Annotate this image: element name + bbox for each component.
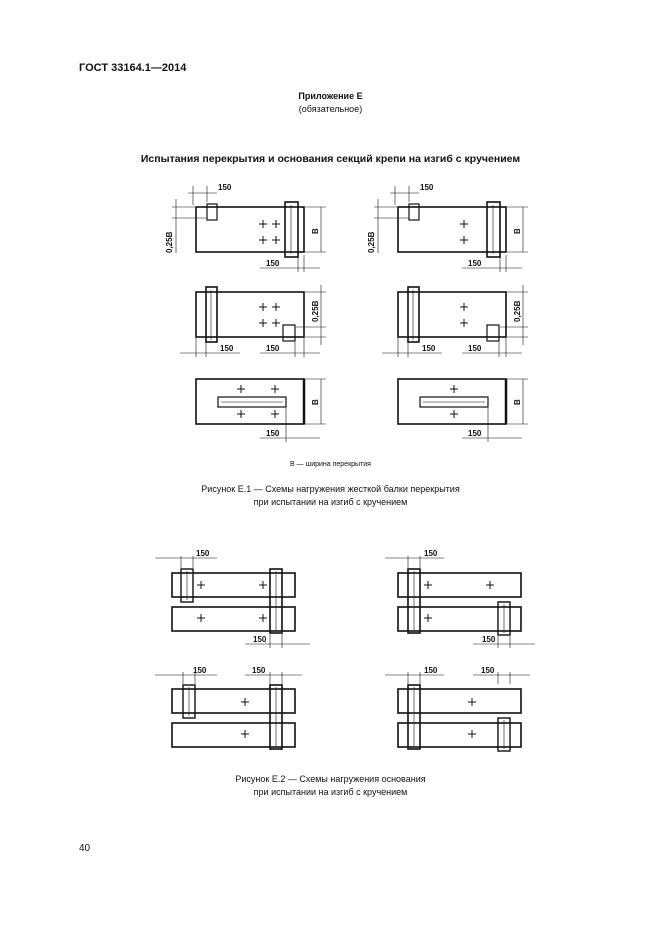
section-title: Испытания перекрытия и основания секций … xyxy=(140,153,521,165)
dim-label: 150 xyxy=(266,259,280,268)
dim-label: 150 xyxy=(424,549,438,558)
dim-label: 150 xyxy=(468,259,482,268)
dim-label: В xyxy=(513,228,522,234)
dim-label: 150 xyxy=(220,344,234,353)
scheme-2-3 xyxy=(155,672,302,750)
scheme-1-2 xyxy=(374,186,528,272)
figure-2-caption-line1: Рисунок Е.2 — Схемы нагружения основания xyxy=(235,774,426,784)
dim-label: 150 xyxy=(481,666,495,675)
scheme-2-2 xyxy=(385,556,535,648)
figure-note: В — ширина перекрытия xyxy=(290,461,371,468)
dim-label: 150 xyxy=(196,549,210,558)
dim-label: 0,25В xyxy=(367,231,376,253)
dim-label: 150 xyxy=(468,429,482,438)
dim-label: 150 xyxy=(193,666,207,675)
dim-label: В xyxy=(311,399,320,405)
scheme-1-4 xyxy=(382,285,528,357)
dim-label: 150 xyxy=(424,666,438,675)
dim-label: 150 xyxy=(253,635,267,644)
figure-2-caption-line2: при испытании на изгиб с кручением xyxy=(253,787,408,797)
dim-label: 150 xyxy=(252,666,266,675)
figure-1-caption-line1: Рисунок Е.1 — Схемы нагружения жесткой б… xyxy=(201,484,460,494)
dim-label: 150 xyxy=(420,183,434,192)
scheme-1-6 xyxy=(397,378,528,442)
dim-label: 150 xyxy=(482,635,496,644)
dim-label: 150 xyxy=(468,344,482,353)
scheme-1-1 xyxy=(172,186,326,272)
figure-1-caption-line2: при испытании на изгиб с кручением xyxy=(253,497,408,507)
dim-label: 150 xyxy=(266,344,280,353)
dim-label: 150 xyxy=(266,429,280,438)
dim-label: В xyxy=(513,399,522,405)
standard-code: ГОСТ 33164.1—2014 xyxy=(79,62,187,74)
dim-label: 0,25В xyxy=(311,300,320,322)
appendix-title: Приложение Е xyxy=(298,91,363,101)
dim-label: 150 xyxy=(218,183,232,192)
scheme-2-1 xyxy=(155,556,310,648)
scheme-2-4 xyxy=(385,672,530,752)
dim-label: 0,25В xyxy=(165,231,174,253)
dim-label: 150 xyxy=(422,344,436,353)
appendix-status: (обязательное) xyxy=(298,104,363,114)
scheme-1-3 xyxy=(180,285,326,357)
dim-label: 0,25В xyxy=(513,300,522,322)
scheme-1-5 xyxy=(195,378,326,442)
dim-label: В xyxy=(311,228,320,234)
page-number: 40 xyxy=(79,843,91,854)
